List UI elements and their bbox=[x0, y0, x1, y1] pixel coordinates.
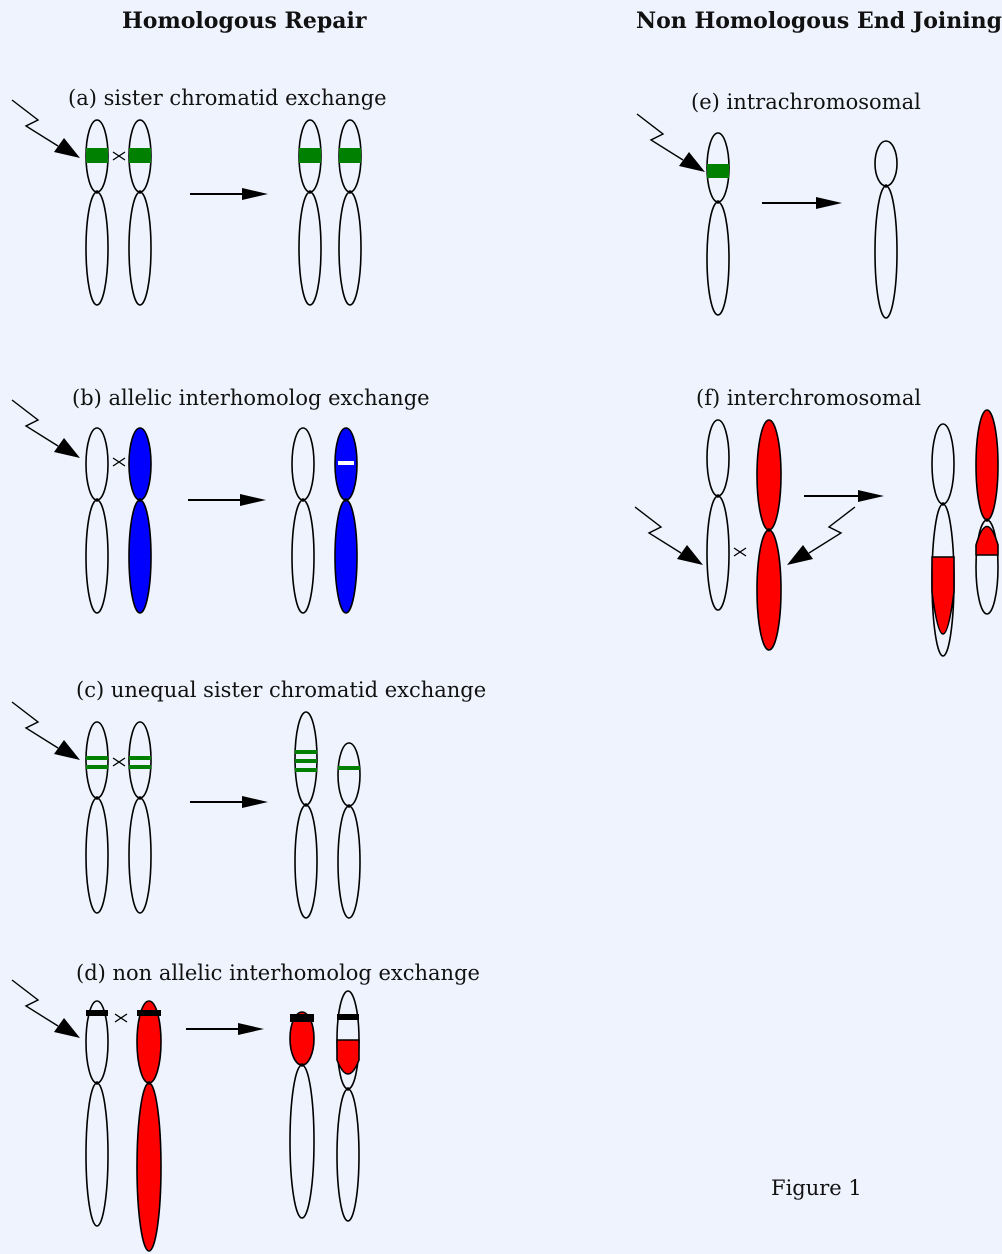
green-band bbox=[707, 164, 729, 178]
black-band bbox=[290, 1014, 314, 1022]
white-gap-band bbox=[338, 461, 354, 465]
chromosome-short-arm bbox=[129, 428, 151, 500]
chromosome-short-arm bbox=[292, 428, 314, 500]
chromosome-long-arm bbox=[338, 806, 360, 918]
scissors-icon bbox=[113, 758, 125, 766]
chromosome-long-arm bbox=[292, 500, 314, 613]
green-band bbox=[129, 756, 151, 760]
chromosome-long-arm bbox=[137, 1083, 161, 1251]
centromere bbox=[138, 190, 142, 194]
lightning-bolt-icon bbox=[787, 507, 855, 565]
chromosome-long-arm bbox=[129, 500, 151, 613]
centromere bbox=[301, 498, 305, 502]
black-band bbox=[137, 1010, 161, 1016]
centromere bbox=[95, 498, 99, 502]
chromosome-long-arm bbox=[290, 1065, 314, 1218]
green-band bbox=[295, 768, 317, 772]
centromere bbox=[95, 190, 99, 194]
arrow-right-icon bbox=[190, 796, 268, 808]
chromosome-long-arm bbox=[335, 500, 357, 613]
red-segment bbox=[932, 557, 954, 634]
chromosome-long-arm bbox=[875, 186, 897, 318]
lightning-bolt-icon bbox=[12, 400, 80, 458]
green-band bbox=[129, 765, 151, 769]
chromosome-long-arm bbox=[299, 192, 321, 305]
chromosome-short-arm bbox=[338, 743, 360, 806]
centromere bbox=[344, 498, 348, 502]
chromosome-long-arm bbox=[86, 192, 108, 305]
arrow-right-icon bbox=[190, 188, 268, 200]
chromosome-long-arm bbox=[337, 1089, 359, 1221]
green-band bbox=[295, 759, 317, 763]
arrow-right-icon bbox=[804, 490, 884, 502]
centromere bbox=[716, 200, 720, 204]
centromere bbox=[95, 796, 99, 800]
lightning-bolt-icon bbox=[12, 702, 80, 760]
chromosome-long-arm bbox=[339, 192, 361, 305]
chromosome-long-arm bbox=[129, 192, 151, 305]
centromere bbox=[767, 528, 771, 532]
chromosome-short-arm bbox=[932, 424, 954, 504]
centromere bbox=[304, 803, 308, 807]
green-band bbox=[86, 765, 108, 769]
lightning-bolt-icon bbox=[637, 114, 705, 172]
lightning-bolt-icon bbox=[12, 980, 80, 1038]
black-band bbox=[337, 1014, 359, 1020]
chromosome-short-arm bbox=[295, 712, 317, 805]
centromere bbox=[941, 502, 945, 506]
black-band bbox=[86, 1010, 108, 1016]
scissors-icon bbox=[113, 152, 125, 160]
centromere bbox=[147, 1081, 151, 1085]
chromosome-long-arm bbox=[757, 530, 781, 650]
centromere bbox=[308, 190, 312, 194]
chromosome-short-arm bbox=[875, 141, 897, 186]
centromere bbox=[348, 190, 352, 194]
scissors-icon bbox=[113, 458, 125, 466]
chromosome-long-arm bbox=[86, 1083, 108, 1226]
chromosome-long-arm bbox=[707, 496, 729, 610]
red-segment bbox=[337, 1040, 359, 1074]
centromere bbox=[985, 518, 989, 522]
chromosome-short-arm bbox=[707, 420, 729, 496]
centromere bbox=[346, 1087, 350, 1091]
lightning-bolt-icon bbox=[635, 507, 703, 565]
arrow-right-icon bbox=[186, 1023, 264, 1035]
chromosome-short-arm bbox=[757, 420, 781, 530]
chromosome-long-arm bbox=[86, 500, 108, 613]
chromosome-short-arm bbox=[86, 428, 108, 500]
chromosome-short-arm bbox=[976, 410, 998, 520]
centromere bbox=[138, 498, 142, 502]
green-band bbox=[339, 148, 361, 163]
scissors-icon bbox=[734, 548, 746, 556]
green-band bbox=[299, 148, 321, 163]
centromere bbox=[716, 494, 720, 498]
centromere bbox=[95, 1081, 99, 1085]
lightning-bolt-icon bbox=[12, 100, 80, 158]
green-band bbox=[295, 750, 317, 754]
green-band bbox=[86, 756, 108, 760]
chromosome-long-arm bbox=[129, 798, 151, 913]
chromosome-long-arm bbox=[707, 202, 729, 315]
centromere bbox=[138, 796, 142, 800]
chromosome-long-arm bbox=[295, 805, 317, 918]
centromere bbox=[300, 1063, 304, 1067]
arrow-right-icon bbox=[188, 494, 266, 506]
green-band bbox=[338, 766, 360, 770]
scissors-icon bbox=[115, 1014, 127, 1022]
centromere bbox=[884, 184, 888, 188]
centromere bbox=[347, 804, 351, 808]
chromosome-long-arm bbox=[86, 798, 108, 913]
green-band bbox=[129, 148, 151, 163]
arrow-right-icon bbox=[762, 197, 842, 209]
green-band bbox=[86, 148, 108, 163]
